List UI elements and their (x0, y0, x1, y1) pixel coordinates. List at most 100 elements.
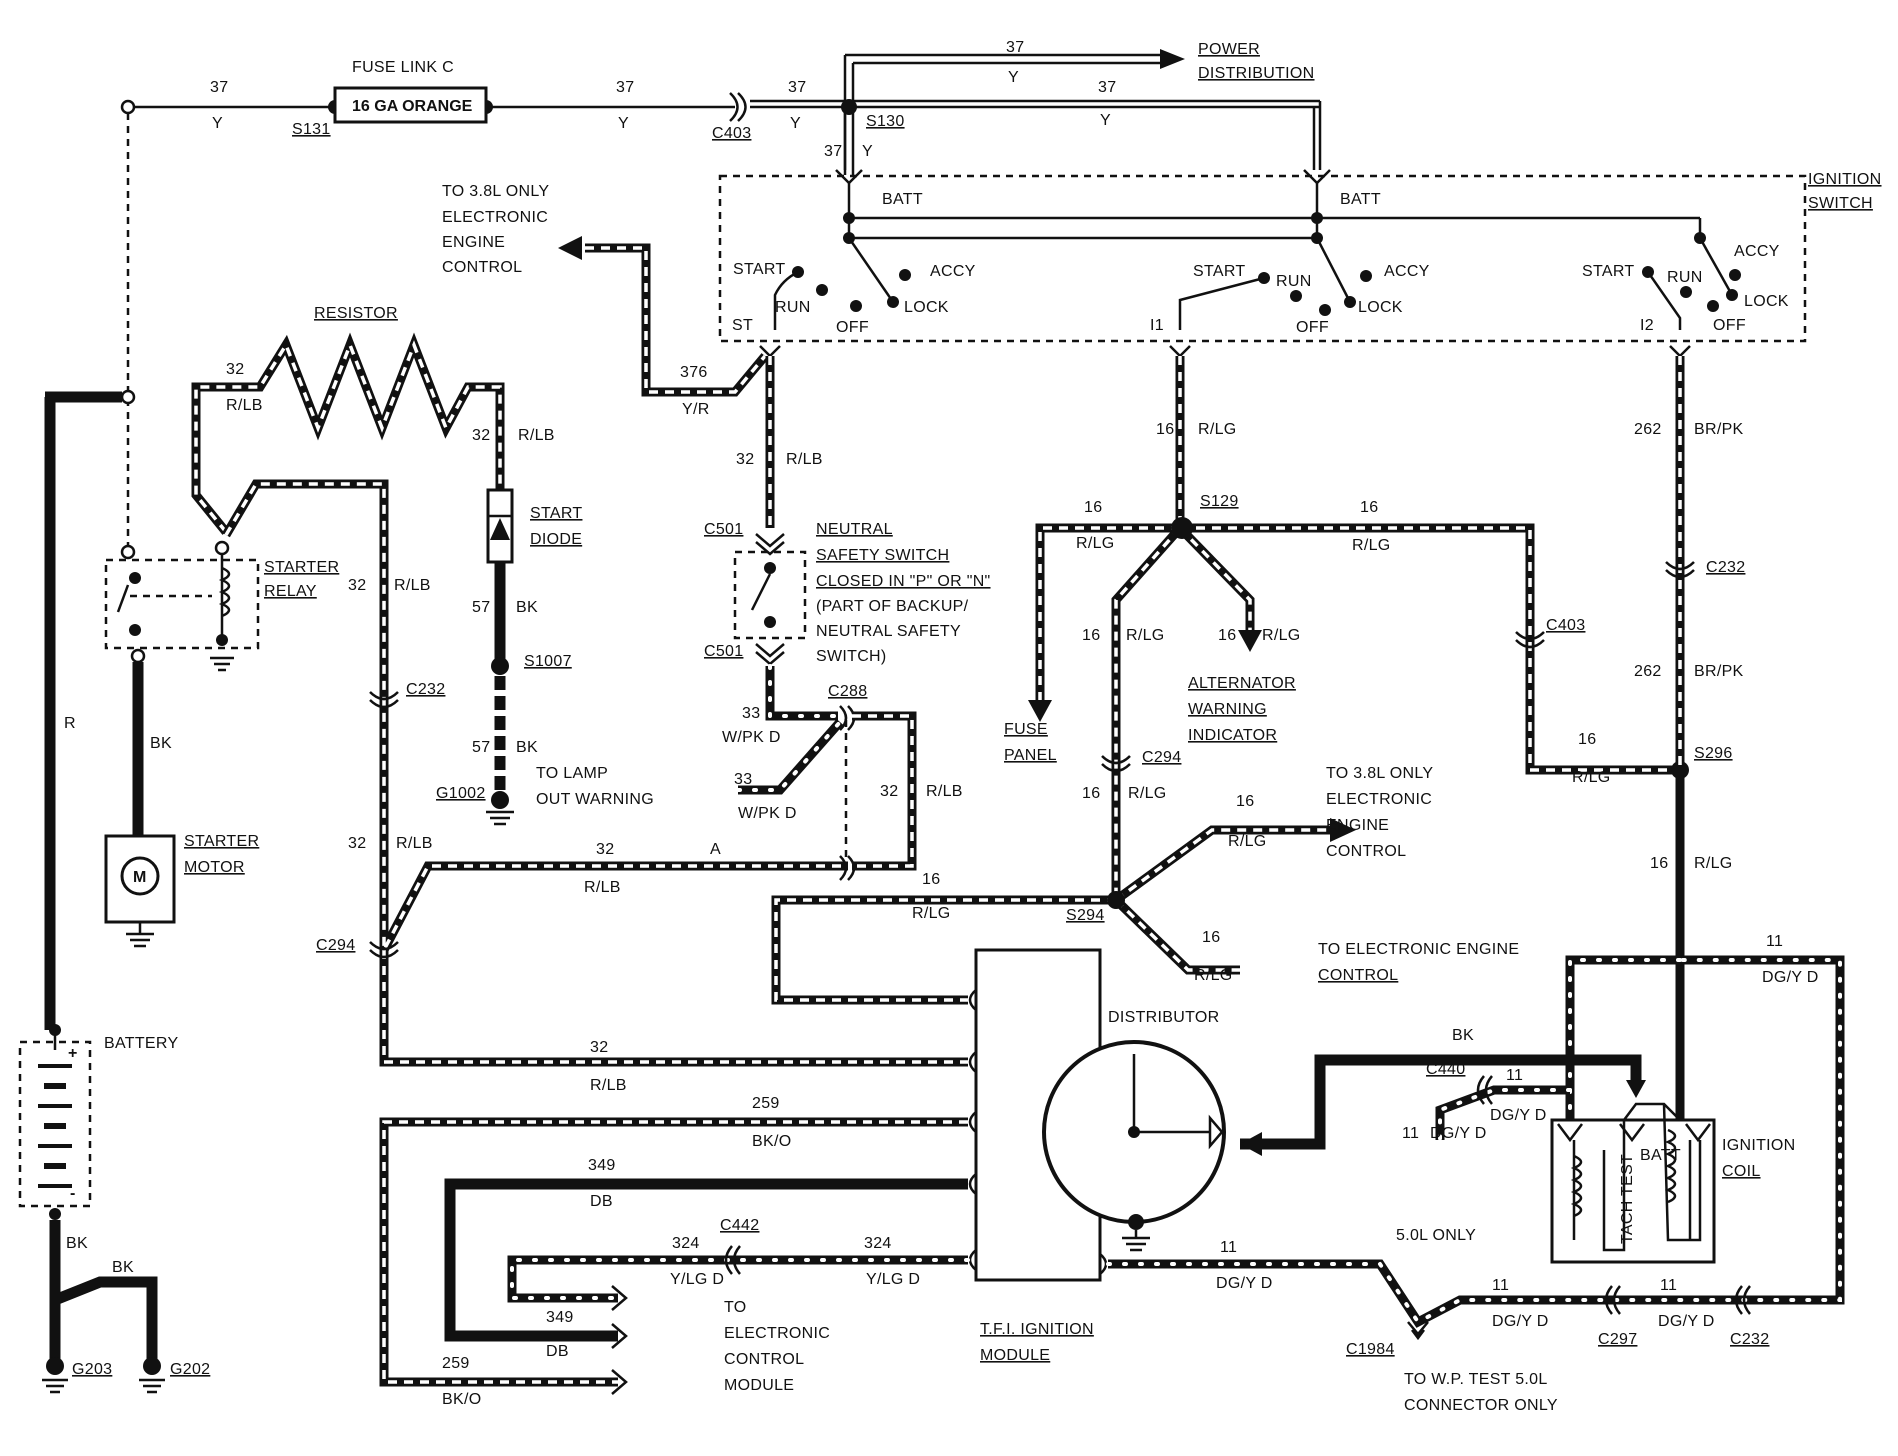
db-b: DB (546, 1343, 569, 1360)
w16-j: 16 (1650, 855, 1668, 872)
dgyd-l: DG/Y D (1430, 1125, 1487, 1142)
starter-relay-line2: RELAY (264, 583, 317, 600)
eec-top-line3: ENGINE (442, 234, 505, 251)
resistor-label: RESISTOR (314, 305, 398, 322)
c297-connector (1604, 1285, 1621, 1315)
sw2-accy: ACCY (1384, 263, 1430, 280)
batt-label-2: BATT (1340, 191, 1381, 208)
ecm-line4: MODULE (724, 1377, 794, 1394)
res-rlb-a: R/LB (226, 397, 263, 414)
i1-rlg: R/LG (1198, 421, 1237, 438)
res-32-a: 32 (226, 361, 244, 378)
w11-a: 11 (1220, 1239, 1237, 1256)
res-rlb-b: R/LB (518, 427, 555, 444)
s131-label: S131 (292, 121, 331, 138)
starter-motor-symbol (120, 856, 160, 896)
distributor-label: DISTRIBUTOR (1108, 1009, 1219, 1026)
eec38-line3: ENGINE (1326, 817, 1389, 834)
eec-line1: TO ELECTRONIC ENGINE (1318, 941, 1519, 958)
start-diode-line1: START (530, 505, 582, 522)
c442-connector (724, 1245, 741, 1275)
top-feed-wires (128, 49, 1322, 175)
sw2-lock: LOCK (1358, 299, 1403, 316)
rlg-a: R/LG (1076, 535, 1115, 552)
i1-label: I1 (1150, 317, 1164, 334)
starter-motor-m: M (133, 869, 146, 886)
st-32: 32 (736, 451, 754, 468)
rlg-h: R/LG (1194, 967, 1233, 984)
i1-16: 16 (1156, 421, 1174, 438)
c1984-label: C1984 (1346, 1341, 1395, 1358)
c403-mid (1515, 631, 1545, 649)
wrlb-a: R/LB (394, 577, 431, 594)
bko-a: BK/O (752, 1133, 791, 1150)
wire-376-code: 376 (680, 364, 708, 381)
wrlb-d: R/LB (590, 1077, 627, 1094)
sw3-run: RUN (1667, 269, 1703, 286)
rlg-c: R/LG (1126, 627, 1165, 644)
fuse-panel-line2: PANEL (1004, 747, 1057, 764)
fuse-link-start-node (120, 99, 136, 115)
wire-32-rlb-c288 (852, 711, 917, 871)
power-distribution-line2: DISTRIBUTION (1198, 65, 1315, 82)
wire-37-a: 37 (210, 79, 228, 96)
ignition-switch-internals (759, 169, 1741, 358)
w11-d: 11 (1766, 933, 1783, 950)
brpk-a: BR/PK (1694, 421, 1744, 438)
battery-plus: + (68, 1045, 77, 1062)
ignition-coil-line2: COIL (1722, 1163, 1761, 1180)
tach-test-label: TACH TEST (1619, 1154, 1636, 1244)
wire-y-a: Y (212, 115, 223, 132)
s296-label: S296 (1694, 745, 1733, 762)
nss-line4: (PART OF BACKUP/ (816, 598, 969, 615)
dgyd-a: DG/Y D (1216, 1275, 1273, 1292)
c232-left (369, 691, 399, 709)
sw3-start: START (1582, 263, 1634, 280)
alt-line1: ALTERNATOR (1188, 675, 1296, 692)
w16-i: 16 (1578, 731, 1596, 748)
c501-bottom (755, 643, 785, 666)
g202-ground (139, 1378, 165, 1394)
bko-b: BK/O (442, 1391, 481, 1408)
w32-c: 32 (596, 841, 614, 858)
alt-line2: WARNING (1188, 701, 1267, 718)
eec-top-line1: TO 3.8L ONLY (442, 183, 549, 200)
c297-label: C297 (1598, 1331, 1637, 1348)
w32-e: 32 (880, 783, 898, 800)
tfi-pins (968, 989, 1108, 1275)
dgyd-k: DG/Y D (1490, 1107, 1547, 1124)
wire-y-e: Y (1100, 112, 1111, 129)
battery-label: BATTERY (104, 1035, 178, 1052)
eec-top-line4: CONTROL (442, 259, 522, 276)
eec38-line4: CONTROL (1326, 843, 1406, 860)
c57-a: 57 (472, 599, 490, 616)
start-diode-line2: DIODE (530, 531, 582, 548)
wire-37-e: 37 (1098, 79, 1116, 96)
ecm-line1: TO (724, 1299, 747, 1316)
starter-motor-line2: MOTOR (184, 859, 245, 876)
starter-relay-box (104, 558, 260, 650)
rlg-g: R/LG (912, 905, 951, 922)
ignition-switch-title2: SWITCH (1808, 195, 1873, 212)
w16-d: 16 (1218, 627, 1236, 644)
sw1-run: RUN (775, 299, 811, 316)
dgyd-c: DG/Y D (1658, 1313, 1715, 1330)
sw3-lock: LOCK (1744, 293, 1789, 310)
lamp-line1: TO LAMP (536, 765, 608, 782)
fuse-panel-line1: FUSE (1004, 721, 1048, 738)
ecm-line2: ELECTRONIC (724, 1325, 830, 1342)
nss-line6: SWITCH) (816, 648, 887, 665)
c501-bottom-label: C501 (704, 643, 743, 660)
wire-a-label: A (710, 841, 721, 858)
w259-b: 259 (442, 1355, 470, 1372)
wire-y-f: Y (862, 143, 873, 160)
s1007-label: S1007 (524, 653, 572, 670)
lamp-line2: OUT WARNING (536, 791, 654, 808)
wire-bk-ground (49, 1220, 158, 1362)
sw3-accy: ACCY (1734, 243, 1780, 260)
wpkd-b: W/PK D (738, 805, 797, 822)
c232-right-label: C232 (1706, 559, 1745, 576)
fuse-link-label: FUSE LINK C (352, 59, 454, 76)
g1002-ground (486, 810, 514, 826)
nss-line5: NEUTRAL SAFETY (816, 623, 961, 640)
